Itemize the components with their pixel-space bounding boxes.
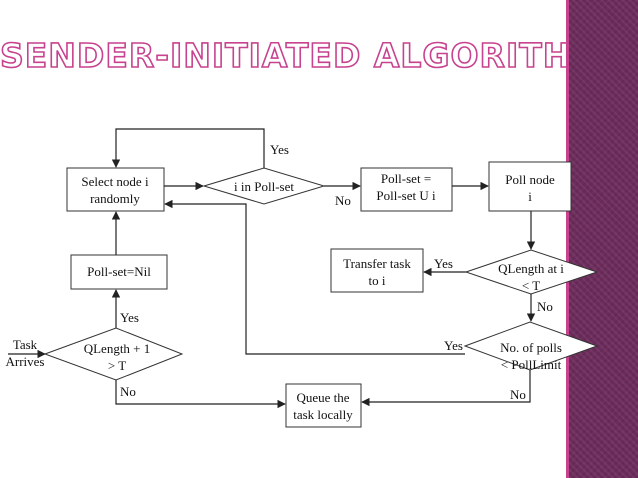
queue-locally-box (285, 383, 362, 428)
queue-locally-text-1: Queue the (296, 390, 349, 405)
decorative-sidebar (569, 0, 638, 478)
pollset-nil-text: Poll-set=Nil (87, 264, 151, 279)
label-yes-transfer: Yes (434, 256, 453, 271)
transfer-task-text-2: to i (369, 273, 386, 288)
num-polls-text-2: < PollLimit (501, 357, 562, 372)
select-node-text-2: randomly (90, 191, 140, 206)
poll-node-text-2: i (528, 189, 532, 204)
label-no-bottom-right: No (510, 387, 526, 402)
qlength-at-i-text-1: QLength at i (498, 261, 564, 276)
label-yes-polls: Yes (444, 338, 463, 353)
poll-node-text-1: Poll node (505, 172, 555, 187)
i-in-pollset-text: i in Poll-set (234, 179, 294, 194)
qlength-at-i-diamond (464, 249, 599, 295)
label-no-union: No (335, 193, 351, 208)
edge-polls-yes-to-select (164, 199, 465, 355)
task-arrives-text-2: Arrives (6, 354, 45, 369)
pollset-union-box (360, 167, 453, 212)
label-yes-loop: Yes (270, 142, 289, 157)
select-node-text-1: Select node i (81, 174, 149, 189)
label-no-bottom-left: No (120, 384, 136, 399)
qlength-at-i-text-2: < T (522, 278, 540, 293)
qlength-check-text-1: QLength + 1 (84, 341, 151, 356)
edge-qlength-no-to-queue (115, 380, 286, 409)
pollset-nil-box (70, 254, 168, 290)
label-yes-pollset-nil: Yes (120, 310, 139, 325)
num-polls-diamond (463, 321, 599, 371)
poll-node-box (488, 161, 572, 212)
task-arrives-text-1: Task (13, 337, 38, 352)
edge-check-yes-loop (111, 128, 265, 168)
slide-title: SENDER-INITIATED ALGORITHM (0, 35, 606, 76)
pollset-union-text-1: Poll-set = (381, 171, 431, 186)
queue-locally-text-2: task locally (293, 407, 353, 422)
select-node-box (66, 167, 165, 212)
edge-polls-no-to-queue (361, 370, 531, 407)
qlength-check-text-2: > T (108, 358, 126, 373)
label-no-qlength-i: No (537, 299, 553, 314)
num-polls-text-1: No. of polls (500, 340, 562, 355)
pollset-union-text-2: Poll-set U i (376, 188, 436, 203)
qlength-check-diamond (43, 327, 184, 381)
transfer-task-box (330, 248, 424, 293)
sidebar-accent-stripe (566, 0, 570, 478)
transfer-task-text-1: Transfer task (343, 256, 411, 271)
